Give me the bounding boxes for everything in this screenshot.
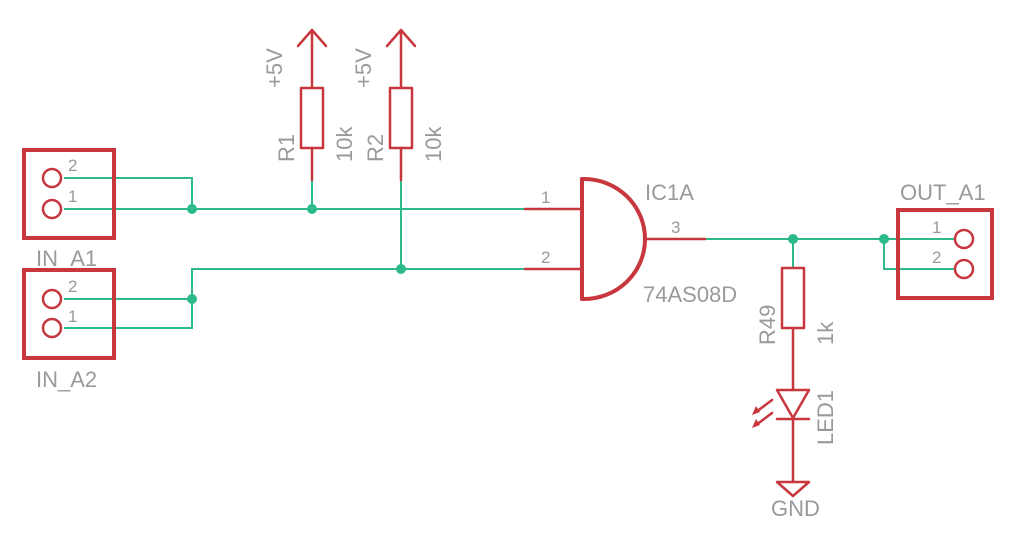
pin-number: 1 [932,218,941,237]
junction-dot [396,264,406,274]
supply-arrow-icon [385,28,417,48]
resistor-name: R49 [755,305,780,345]
junction-dot [879,234,889,244]
led-led1[interactable]: LED1 [752,388,838,484]
light-ray-icon [754,411,774,427]
and-gate-ic1a[interactable]: 1 2 3 IC1A 74AS08D [523,177,737,307]
gate-part-number: 74AS08D [643,282,737,307]
resistor-r2[interactable]: +5V R2 10k [351,28,446,182]
net-input2 [191,268,525,299]
connector-out-a1[interactable]: 1 2 OUT_A1 [896,180,994,300]
gate-name: IC1A [645,180,694,205]
supply-label: +5V [262,48,287,88]
pin-number: 1 [68,307,77,326]
connector-label: OUT_A1 [900,180,986,205]
resistor-body [299,86,325,150]
connector-label: IN_A1 [36,246,97,271]
resistor-value: 10k [421,126,446,162]
connector-body [896,208,994,300]
diode-triangle-icon [775,388,811,420]
net-in-a1-pin2 [64,177,193,209]
pin-number: 2 [541,248,550,267]
pin-hole-icon [41,167,63,189]
junction-dot [187,204,197,214]
net-in-a2-pin1 [64,299,193,329]
pin-hole-icon [953,228,975,250]
supply-label: +5V [351,48,376,88]
resistor-r1[interactable]: +5V R1 10k [262,28,357,182]
light-arrowhead-icon [752,406,760,415]
pin-number: 1 [541,188,550,207]
pin-number: 2 [932,248,941,267]
light-ray-icon [754,398,774,414]
supply-arrow-icon [296,28,328,48]
connector-body [22,268,116,360]
resistor-body [780,266,806,330]
pin-hole-icon [953,258,975,280]
resistor-name: R2 [363,134,388,162]
junction-dot [307,204,317,214]
connector-label: IN_A2 [36,367,97,392]
nets [64,177,955,329]
connector-in-a1[interactable]: 2 1 IN_A1 [22,148,116,271]
pin-hole-icon [41,288,63,310]
pin-number: 1 [68,187,77,206]
resistor-name: R1 [274,134,299,162]
pin-number: 2 [68,156,77,175]
pin-hole-icon [41,198,63,220]
resistor-r49[interactable]: R49 1k [755,266,838,392]
junction-dot [187,294,197,304]
pin-hole-icon [41,317,63,339]
connector-body [22,148,116,240]
ground-symbol[interactable]: GND [771,480,820,521]
ground-icon [775,480,811,498]
pin-number: 2 [68,277,77,296]
led-name: LED1 [813,390,838,445]
junctions [187,204,889,304]
net-out-a1-pin2 [883,239,955,270]
junction-dot [788,234,798,244]
resistor-value: 1k [813,321,838,345]
ground-label: GND [771,496,820,521]
resistor-body [388,86,414,150]
resistor-value: 10k [332,126,357,162]
light-arrowhead-icon [752,419,760,428]
connector-in-a2[interactable]: 2 1 IN_A2 [22,268,116,392]
pin-number: 3 [671,218,680,237]
and-gate-icon [580,177,647,301]
